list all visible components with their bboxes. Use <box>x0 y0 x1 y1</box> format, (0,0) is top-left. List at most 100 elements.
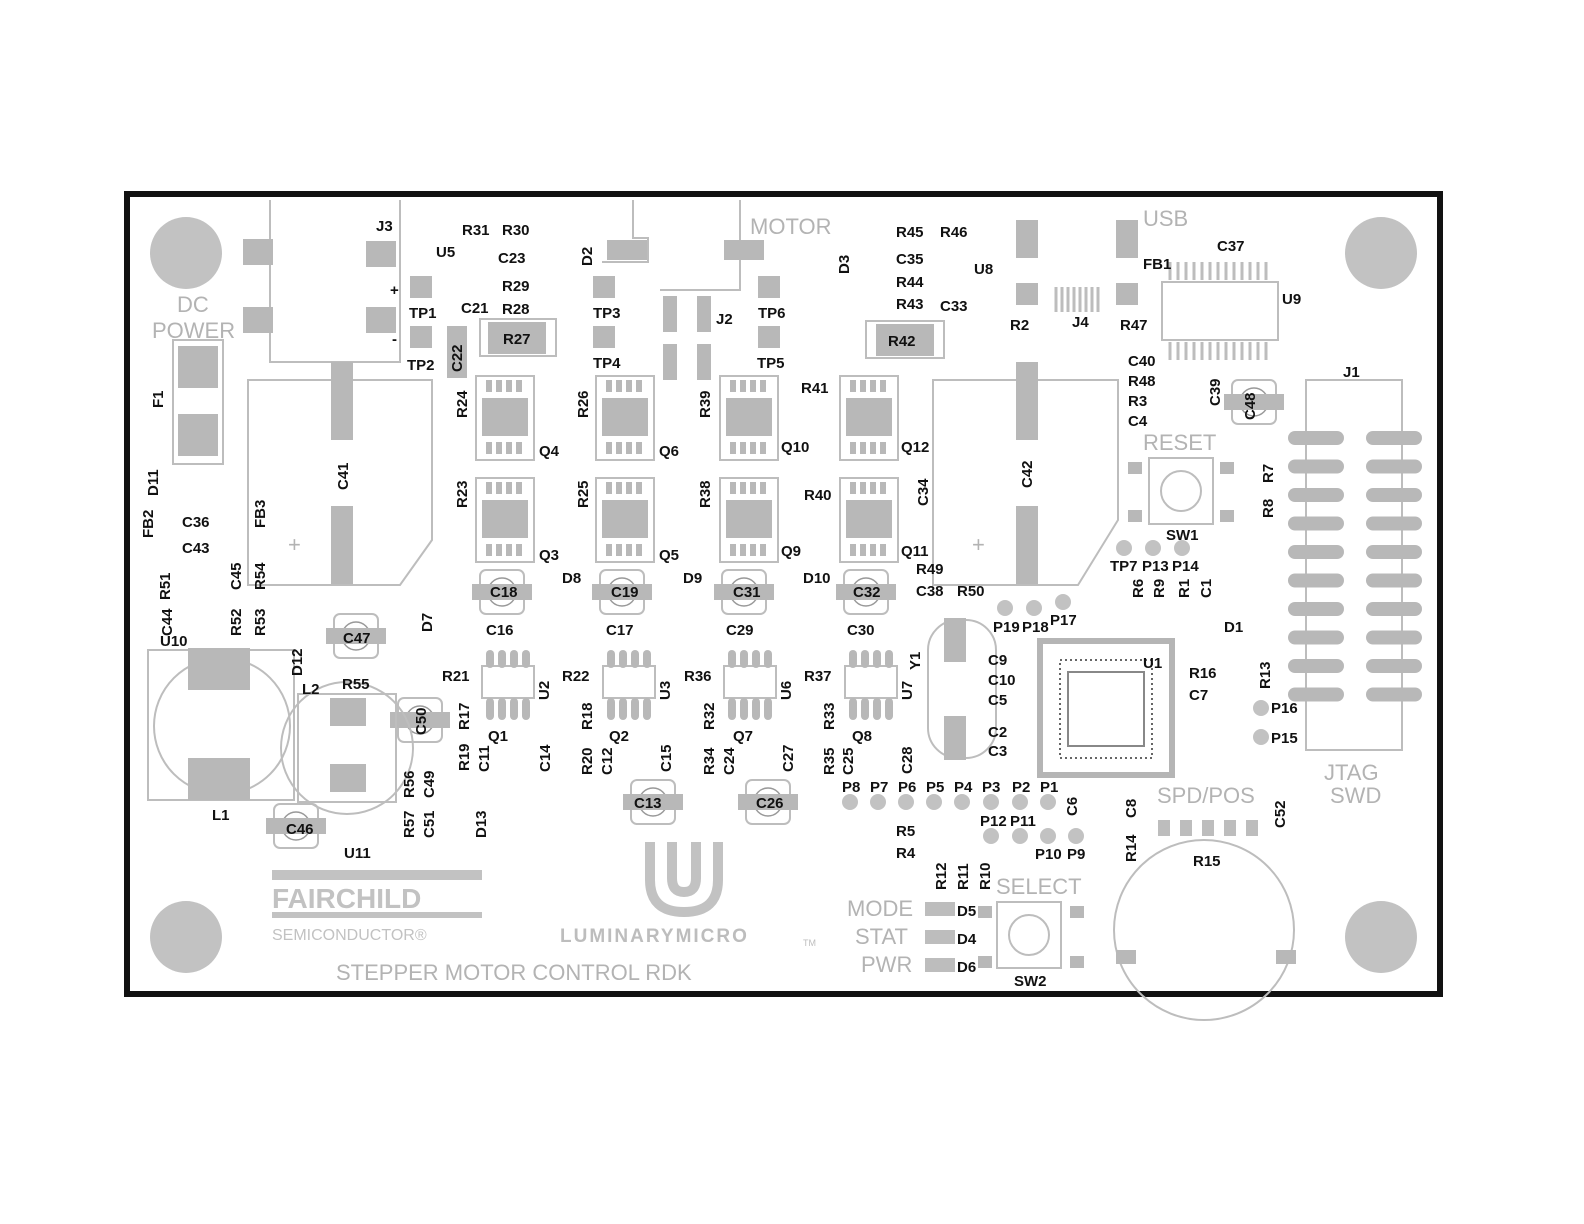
label-r51: R51 <box>157 572 174 600</box>
mosfet-array <box>475 375 899 563</box>
label-c34: C34 <box>915 478 932 506</box>
label-d8: D8 <box>562 570 581 587</box>
luminary-text: LUMINARYMICRO <box>560 926 749 947</box>
label-u6: U6 <box>778 681 795 700</box>
label-tp2: TP2 <box>407 357 435 374</box>
label-c51: C51 <box>421 810 438 838</box>
label-c46: C46 <box>286 821 314 838</box>
label-fb1: FB1 <box>1143 256 1171 273</box>
label-q2: Q2 <box>609 728 629 745</box>
label-c32: C32 <box>853 584 881 601</box>
label-y1: Y1 <box>907 652 924 670</box>
label-r6: R6 <box>1130 579 1147 598</box>
label-q10: Q10 <box>781 439 809 456</box>
label-c22: C22 <box>449 344 466 372</box>
label-u11: U11 <box>344 845 371 862</box>
label-r39: R39 <box>697 390 714 418</box>
label-p18: P18 <box>1022 619 1049 636</box>
reset-label: RESET <box>1143 430 1216 455</box>
led-pwr-label: PWR <box>861 952 912 977</box>
label-c42: C42 <box>1019 460 1036 488</box>
label-p16: P16 <box>1271 700 1298 717</box>
label-r34: R34 <box>701 747 718 775</box>
label-r41: R41 <box>801 380 829 397</box>
label-fb2: FB2 <box>140 510 157 538</box>
label-r33: R33 <box>821 702 838 730</box>
label-u2: U2 <box>536 681 553 700</box>
fairchild-sub: SEMICONDUCTOR® <box>272 927 427 944</box>
swd-label: SWD <box>1330 783 1381 808</box>
label-c27: C27 <box>780 744 797 772</box>
led-mode-label: MODE <box>847 896 913 921</box>
label-r1: R1 <box>1176 579 1193 598</box>
label-c29: C29 <box>726 622 754 639</box>
label-d9: D9 <box>683 570 702 587</box>
label-c37: C37 <box>1217 238 1245 255</box>
label-sw2: SW2 <box>1014 973 1047 990</box>
test-points <box>410 276 780 378</box>
label-q4: Q4 <box>539 443 560 460</box>
label-p8: P8 <box>842 779 860 796</box>
plus-sign-c42: + <box>972 532 985 557</box>
label-tp5: TP5 <box>757 355 785 372</box>
label-c2: C2 <box>988 724 1007 741</box>
label-r47: R47 <box>1120 317 1148 334</box>
label-c24: C24 <box>721 747 738 775</box>
plus-sign: + <box>390 282 399 299</box>
label-c8: C8 <box>1123 799 1140 818</box>
label-d10: D10 <box>803 570 831 587</box>
label-tp1: TP1 <box>409 305 437 322</box>
label-c26: C26 <box>756 795 784 812</box>
label-d4: D4 <box>957 931 977 948</box>
label-c4: C4 <box>1128 413 1148 430</box>
label-j1: J1 <box>1343 364 1360 381</box>
label-q3: Q3 <box>539 547 559 564</box>
label-q11: Q11 <box>901 543 929 560</box>
label-p3: P3 <box>982 779 1000 796</box>
luminary-logo <box>645 842 723 918</box>
label-u7: U7 <box>899 681 916 700</box>
label-c48: C48 <box>1242 392 1259 420</box>
mount-hole-br <box>1345 901 1417 973</box>
probe-pads <box>842 540 1269 844</box>
label-tp7: TP7 <box>1110 558 1138 575</box>
fairchild-logo: FAIRCHILD <box>272 883 421 914</box>
label-c7: C7 <box>1189 687 1208 704</box>
label-p7: P7 <box>870 779 888 796</box>
label-r57: R57 <box>401 810 418 838</box>
label-d3: D3 <box>836 255 853 274</box>
label-c44: C44 <box>159 608 176 636</box>
label-d13: D13 <box>473 810 490 838</box>
label-r42: R42 <box>888 333 916 350</box>
label-r31: R31 <box>462 222 490 239</box>
spd-pos-label: SPD/POS <box>1157 783 1255 808</box>
label-p6: P6 <box>898 779 916 796</box>
label-p13: P13 <box>1142 558 1169 575</box>
label-d12: D12 <box>289 648 306 676</box>
label-p10: P10 <box>1035 846 1062 863</box>
label-c5: C5 <box>988 692 1007 709</box>
label-c33: C33 <box>940 298 968 315</box>
label-c41: C41 <box>335 462 352 490</box>
label-d2: D2 <box>579 247 596 266</box>
label-r7: R7 <box>1260 464 1277 483</box>
label-c12: C12 <box>599 747 616 775</box>
label-c28: C28 <box>899 746 916 774</box>
label-r29: R29 <box>502 278 530 295</box>
label-r36: R36 <box>684 668 712 685</box>
label-p12: P12 <box>980 813 1007 830</box>
label-c11: C11 <box>476 745 493 772</box>
label-c19: C19 <box>611 584 639 601</box>
label-r26: R26 <box>575 390 592 418</box>
minus-sign: - <box>392 331 397 348</box>
dc-label: DC <box>177 292 209 317</box>
label-p5: P5 <box>926 779 944 796</box>
jtag-pins <box>1288 431 1422 702</box>
board-title: STEPPER MOTOR CONTROL RDK <box>336 960 692 985</box>
label-r14: R14 <box>1123 834 1140 862</box>
label-r9: R9 <box>1151 579 1168 598</box>
luminary-tm: TM <box>803 938 816 948</box>
plus-sign-c41: + <box>288 532 301 557</box>
mount-hole-tl <box>150 217 222 289</box>
label-d11: D11 <box>145 469 162 496</box>
